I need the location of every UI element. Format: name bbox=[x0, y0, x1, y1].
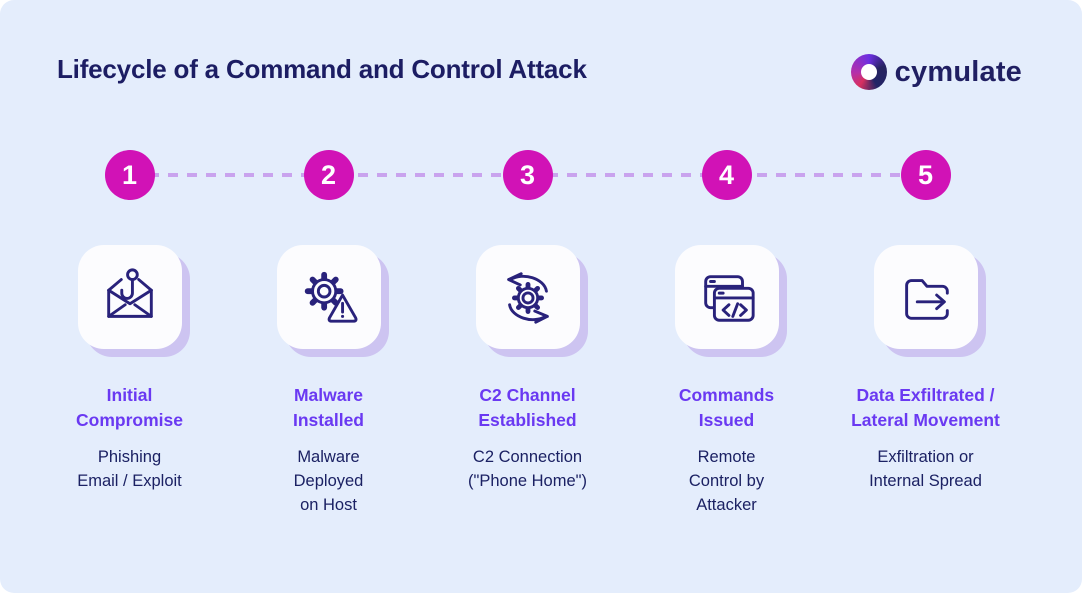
phishing-email-hook-icon bbox=[106, 268, 153, 318]
step-description: Malware Deployed on Host bbox=[293, 448, 364, 514]
data-exfiltration-folder-icon bbox=[904, 279, 949, 320]
commands-code-window-icon bbox=[703, 275, 755, 322]
step-column-5: 5 Data Exfiltrated / Lateral Movement Ex… bbox=[826, 150, 1025, 518]
step-number-badge: 2 bbox=[303, 150, 354, 200]
step-columns: 1 Initial Compromise Phishing Email / Ex… bbox=[30, 150, 1025, 518]
step-number-badge: 5 bbox=[900, 150, 951, 200]
lifecycle-steps: 1 Initial Compromise Phishing Email / Ex… bbox=[30, 150, 1025, 518]
step-title: C2 Channel Established bbox=[478, 385, 577, 430]
step-title: Data Exfiltrated / Lateral Movement bbox=[851, 385, 1000, 430]
step-icon-card bbox=[873, 245, 978, 349]
page-title: Lifecycle of a Command and Control Attac… bbox=[57, 54, 587, 84]
step-title: Commands Issued bbox=[678, 385, 775, 430]
step-icon-card bbox=[77, 245, 182, 349]
step-title: Initial Compromise bbox=[76, 385, 183, 430]
step-column-4: 4 Commands Issued Remote Co bbox=[627, 150, 826, 518]
step-column-3: 3 bbox=[428, 150, 627, 518]
step-description: Exfiltration or Internal Spread bbox=[869, 448, 982, 490]
step-number-badge: 4 bbox=[701, 150, 752, 200]
step-number-badge: 3 bbox=[502, 150, 553, 200]
c2-sync-gear-icon bbox=[506, 272, 549, 324]
malware-gear-warning-icon bbox=[304, 271, 357, 323]
step-number-badge: 1 bbox=[104, 150, 155, 200]
step-title: Malware Installed bbox=[293, 385, 364, 430]
brand-logo: cymulate bbox=[850, 54, 1022, 90]
step-description: Phishing Email / Exploit bbox=[77, 448, 182, 490]
step-description: Remote Control by Attacker bbox=[688, 448, 765, 514]
cymulate-ring-icon bbox=[850, 54, 887, 90]
step-icon-card bbox=[674, 245, 779, 349]
step-column-1: 1 Initial Compromise Phishing Email / Ex… bbox=[30, 150, 229, 518]
step-column-2: 2 bbox=[229, 150, 428, 518]
step-description: C2 Connection ("Phone Home") bbox=[467, 448, 587, 490]
brand-name: cymulate bbox=[894, 55, 1022, 88]
step-icon-card bbox=[475, 245, 580, 349]
step-icon-card bbox=[276, 245, 381, 349]
